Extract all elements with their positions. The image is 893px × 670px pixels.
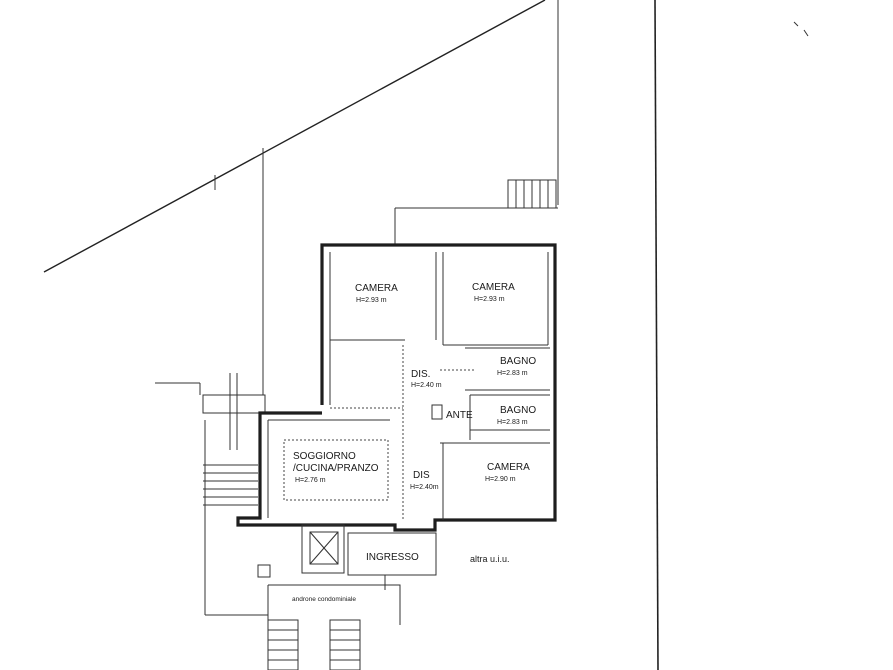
- svg-text:ANTE: ANTE: [446, 410, 473, 421]
- room-ingresso: INGRESSO: [366, 552, 419, 563]
- svg-text:INGRESSO: INGRESSO: [366, 552, 419, 563]
- room-bagno-2: BAGNO H=2.83 m: [497, 405, 536, 426]
- svg-text:H=2.83 m: H=2.83 m: [497, 370, 528, 377]
- svg-text:CAMERA: CAMERA: [355, 283, 398, 294]
- stairs-upper: [507, 179, 557, 209]
- common-hall: [257, 564, 401, 670]
- svg-text:H=2.93 m: H=2.93 m: [356, 297, 387, 304]
- svg-text:H=2.90 m: H=2.90 m: [485, 476, 516, 483]
- svg-text:CAMERA: CAMERA: [487, 462, 530, 473]
- svg-text:H=2.93 m: H=2.93 m: [474, 296, 505, 303]
- svg-text:SOGGIORNO: SOGGIORNO: [293, 451, 356, 462]
- svg-text:CAMERA: CAMERA: [472, 282, 515, 293]
- room-bagno-1: BAGNO H=2.83 m: [497, 356, 536, 377]
- room-dis-upper: DIS. H=2.40 m: [411, 369, 442, 389]
- entrance-block: [347, 532, 437, 590]
- room-camera-2: CAMERA H=2.93 m: [472, 282, 515, 303]
- svg-text:BAGNO: BAGNO: [500, 356, 536, 367]
- room-dis-lower: DIS H=2.40m: [410, 470, 439, 491]
- svg-text:H=2.40 m: H=2.40 m: [411, 382, 442, 389]
- apartment-walls: [236, 243, 557, 532]
- svg-text:DIS: DIS: [413, 470, 430, 481]
- svg-text:H=2.40m: H=2.40m: [410, 484, 439, 491]
- room-camera-3: CAMERA H=2.90 m: [485, 462, 530, 483]
- svg-text:H=2.83 m: H=2.83 m: [497, 419, 528, 426]
- margin-marks: [793, 21, 809, 37]
- svg-text:H=2.76 m: H=2.76 m: [295, 477, 326, 484]
- svg-text:BAGNO: BAGNO: [500, 405, 536, 416]
- room-camera-1: CAMERA H=2.93 m: [355, 283, 398, 304]
- other-unit-label: altra u.i.u.: [470, 554, 510, 564]
- room-soggiorno: SOGGIORNO /CUCINA/PRANZO H=2.76 m: [293, 451, 379, 484]
- living-room-area: [283, 439, 389, 501]
- property-boundary: [43, 0, 659, 670]
- svg-text:/CUCINA/PRANZO: /CUCINA/PRANZO: [293, 463, 379, 474]
- svg-text:DIS.: DIS.: [411, 369, 430, 380]
- room-ante: ANTE: [446, 410, 473, 421]
- common-hall-label: androne condominiale: [292, 596, 356, 603]
- elevator-shaft: [301, 524, 345, 574]
- stairs-left: [155, 373, 266, 506]
